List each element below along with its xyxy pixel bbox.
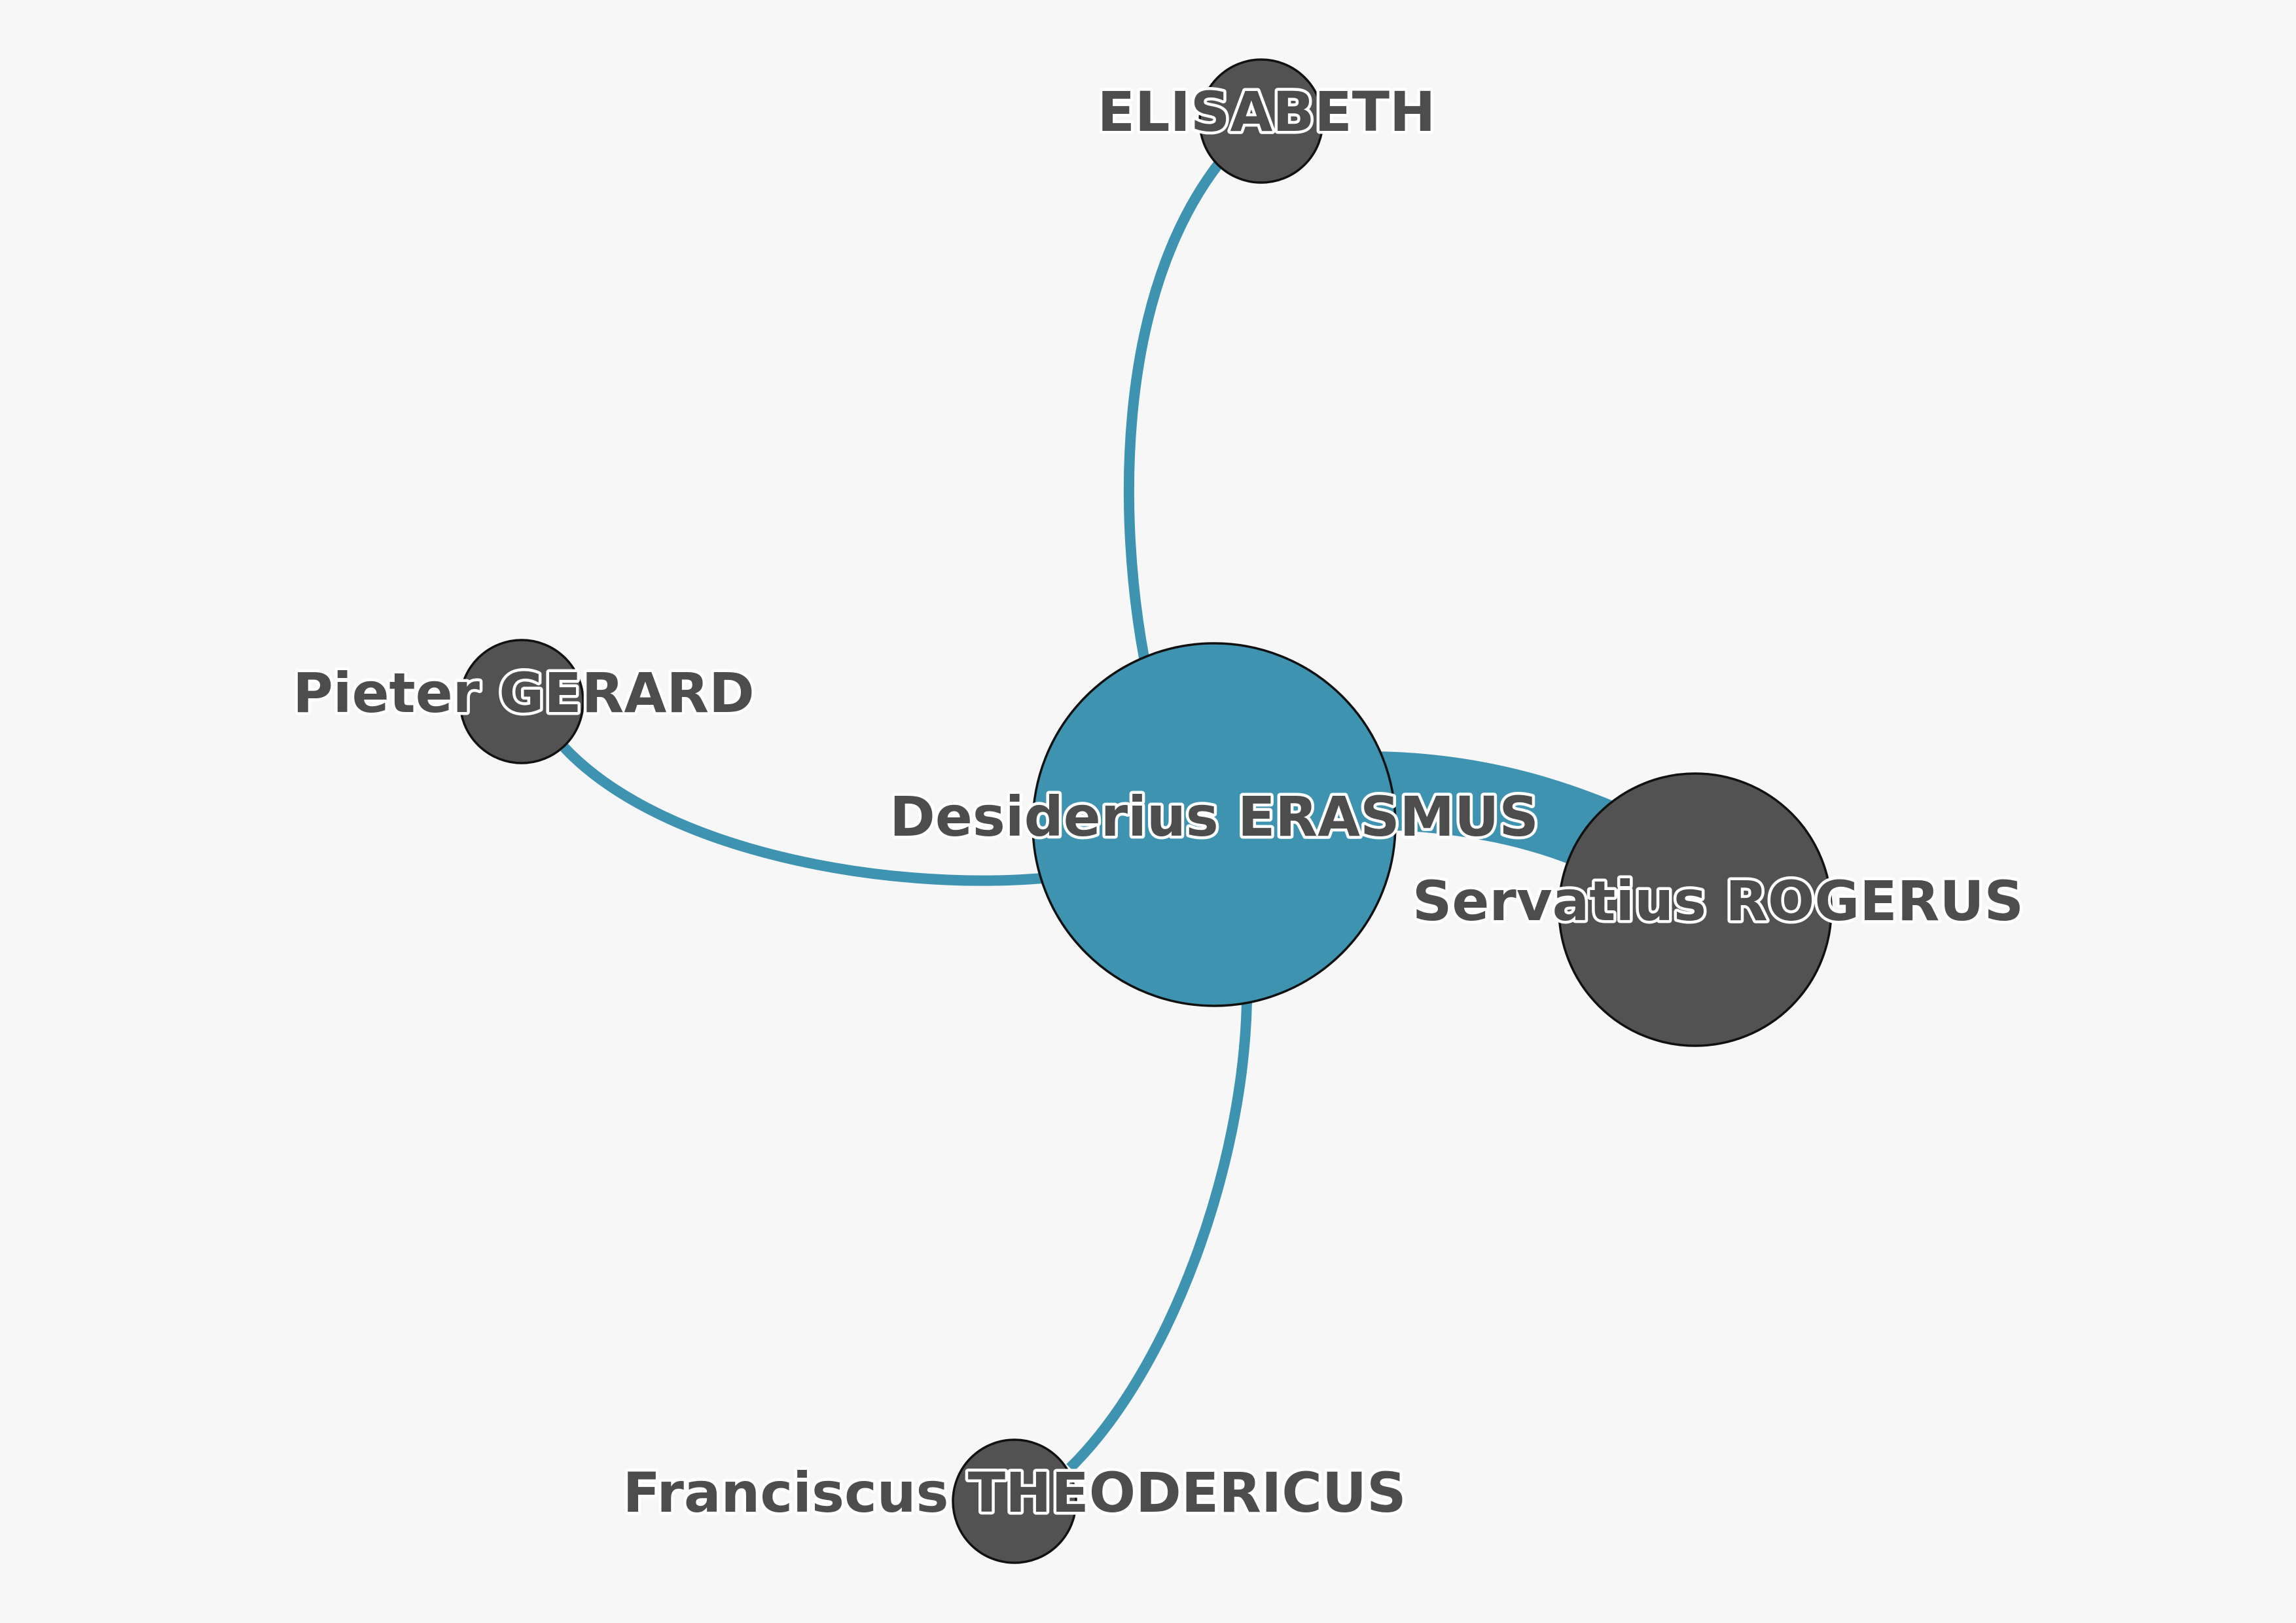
node-erasmus[interactable] xyxy=(1031,642,1397,1007)
edge-erasmus-gerard xyxy=(560,743,1043,886)
edge-erasmus-rogerus xyxy=(1374,751,1617,870)
labels: ELISABETH Pieter GERARD Franciscus THEOD… xyxy=(290,77,2027,1528)
node-gerard[interactable] xyxy=(459,639,584,764)
label-theodericus: Franciscus THEODERICUS xyxy=(622,1461,1406,1525)
node-elisabeth[interactable] xyxy=(1198,58,1324,184)
edge-erasmus-theodericus xyxy=(1066,1001,1252,1472)
label-rogerus: Servatius ROGERUS xyxy=(1412,869,2024,933)
edge-erasmus-elisabeth xyxy=(1123,153,1229,659)
label-elisabeth: ELISABETH xyxy=(1098,80,1436,144)
node-rogerus[interactable] xyxy=(1558,772,1833,1047)
label-erasmus: Desiderius ERASMUS xyxy=(889,785,1539,849)
label-gerard: Pieter GERARD xyxy=(293,661,755,725)
edges xyxy=(560,153,1617,1472)
nodes xyxy=(459,58,1833,1564)
node-theodericus[interactable] xyxy=(952,1438,1077,1564)
